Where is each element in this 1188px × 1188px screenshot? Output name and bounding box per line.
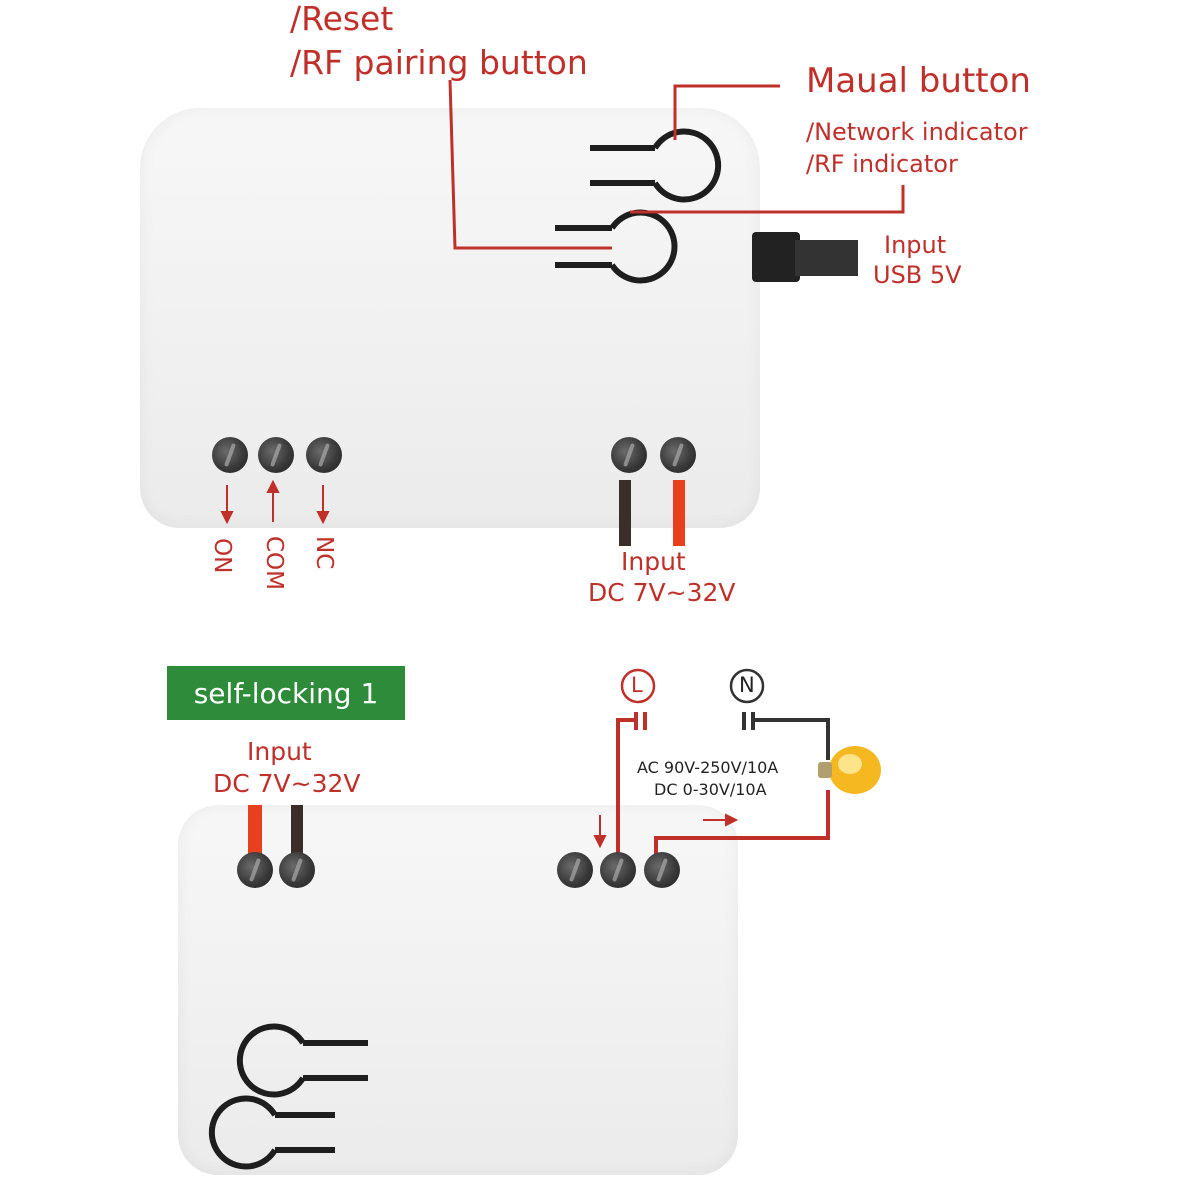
dc-voltage-label: DC 7V~32V [588, 578, 736, 607]
screw-terminal-icon [557, 852, 593, 888]
manual-button-label: Maual button [806, 61, 1031, 101]
network-indicator-label: /Network indicator [806, 118, 1028, 146]
button-icon [590, 128, 722, 203]
rating-dc-label: DC 0-30V/10A [654, 780, 767, 799]
rf-pairing-label: /RF pairing button [290, 43, 588, 82]
rf-indicator-label: /RF indicator [806, 150, 958, 178]
button-icon [208, 1095, 335, 1170]
l-symbol: L [631, 673, 643, 697]
screw-terminal-icon [306, 437, 342, 473]
screw-terminal-icon [279, 852, 315, 888]
reset-label: /Reset [290, 0, 394, 38]
screw-terminal-icon [600, 852, 636, 888]
screw-terminal-icon [644, 852, 680, 888]
nc-label: NC [311, 536, 337, 570]
button-icon [236, 1023, 368, 1098]
usb-input-label: Input [884, 231, 947, 259]
screw-terminal-icon [212, 437, 248, 473]
self-locking-badge: self-locking 1 [167, 666, 405, 720]
bulb-icon [818, 746, 881, 794]
dc-input-label: Input [621, 547, 686, 576]
button-icon [555, 209, 678, 284]
dc-voltage-label-bottom: DC 7V~32V [213, 769, 361, 798]
screw-terminal-icon [611, 437, 647, 473]
rating-ac-label: AC 90V-250V/10A [637, 758, 779, 777]
no-label: NO [212, 538, 238, 574]
com-label: COM [261, 536, 287, 591]
usb-voltage-label: USB 5V [873, 261, 962, 289]
screw-terminal-icon [237, 852, 273, 888]
n-symbol: N [739, 673, 755, 697]
usb-cable-icon [752, 232, 858, 282]
screw-terminal-icon [258, 437, 294, 473]
screw-terminal-icon [660, 437, 696, 473]
dc-input-label-bottom: Input [247, 737, 312, 766]
